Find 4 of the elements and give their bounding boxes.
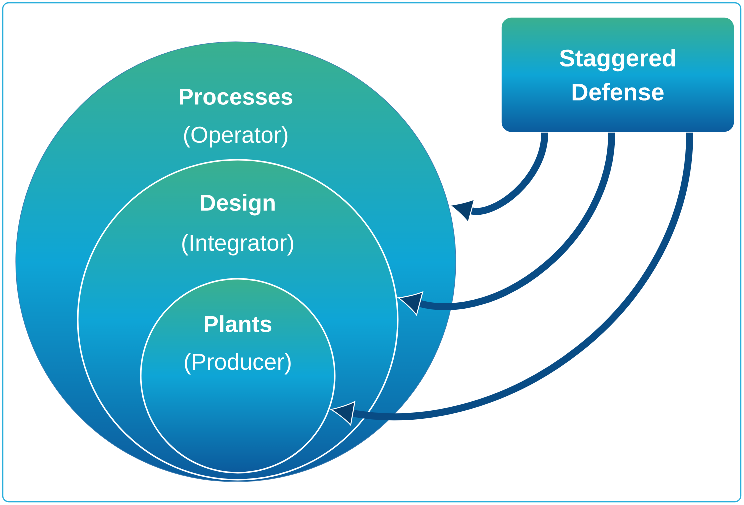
title-box: Staggered Defense [501,17,735,133]
curved-arrow [450,132,548,224]
curved-arrow [330,132,694,426]
curved-arrow [398,132,616,316]
